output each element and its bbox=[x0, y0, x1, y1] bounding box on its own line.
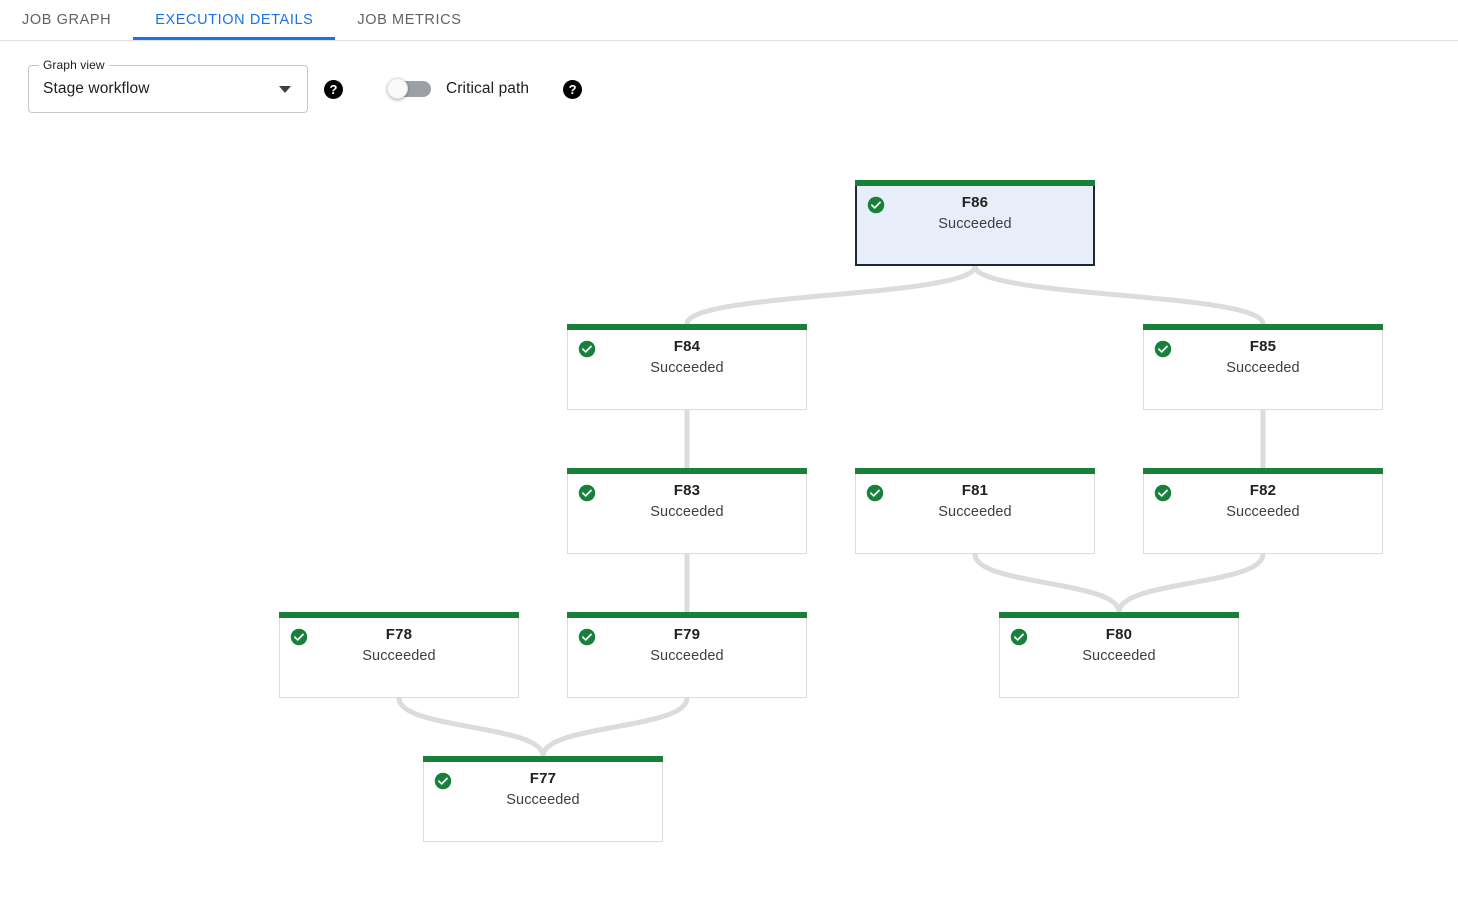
node-status-label: Succeeded bbox=[506, 792, 580, 808]
check-circle-icon bbox=[578, 340, 596, 358]
node-status-label: Succeeded bbox=[938, 504, 1012, 520]
critical-path-help-icon[interactable]: ? bbox=[563, 79, 583, 99]
tab-execution-details[interactable]: EXECUTION DETAILS bbox=[133, 0, 336, 40]
graph-edge bbox=[684, 263, 978, 327]
node-status-bar bbox=[855, 180, 1095, 186]
check-circle-icon bbox=[866, 484, 884, 502]
check-circle-icon bbox=[1010, 628, 1028, 646]
graph-edge bbox=[540, 695, 690, 759]
node-title: F77 bbox=[529, 770, 557, 787]
check-circle-icon bbox=[434, 772, 452, 790]
node-status-bar bbox=[1143, 468, 1383, 474]
tab-job-graph[interactable]: JOB GRAPH bbox=[0, 0, 133, 40]
node-status-label: Succeeded bbox=[1226, 504, 1300, 520]
graph-edge bbox=[972, 551, 1122, 615]
node-status-bar bbox=[567, 324, 807, 330]
node-status-bar bbox=[279, 612, 519, 618]
tab-job-metrics[interactable]: JOB METRICS bbox=[335, 0, 483, 40]
node-status-bar bbox=[855, 468, 1095, 474]
graph-edge bbox=[396, 695, 546, 759]
node-status-bar bbox=[567, 468, 807, 474]
graph-view-value: Stage workflow bbox=[43, 80, 150, 97]
check-circle-icon bbox=[1154, 340, 1172, 358]
node-status-label: Succeeded bbox=[1082, 648, 1156, 664]
node-status-label: Succeeded bbox=[650, 504, 724, 520]
node-status-label: Succeeded bbox=[362, 648, 436, 664]
node-title: F83 bbox=[673, 482, 701, 499]
node-title: F86 bbox=[961, 194, 989, 211]
graph-edge bbox=[972, 263, 1266, 327]
graph-view-help-icon[interactable]: ? bbox=[324, 79, 343, 99]
critical-path-label: Critical path bbox=[446, 80, 530, 97]
node-title: F80 bbox=[1105, 626, 1133, 643]
tab-bar: JOB GRAPH EXECUTION DETAILS JOB METRICS bbox=[0, 0, 1458, 41]
node-status-label: Succeeded bbox=[650, 360, 724, 376]
toggle-thumb bbox=[387, 78, 408, 99]
node-title: F78 bbox=[385, 626, 413, 643]
node-status-bar bbox=[423, 756, 663, 762]
check-circle-icon bbox=[578, 484, 596, 502]
chevron-down-icon bbox=[279, 85, 291, 93]
check-circle-icon bbox=[578, 628, 596, 646]
node-status-label: Succeeded bbox=[938, 216, 1012, 232]
critical-path-group: Critical path ? bbox=[387, 78, 583, 99]
node-status-label: Succeeded bbox=[650, 648, 724, 664]
graph-toolbar: Graph view Stage workflow ? Critical pat… bbox=[0, 41, 1458, 133]
node-title: F84 bbox=[673, 338, 701, 355]
node-title: F79 bbox=[673, 626, 701, 643]
check-circle-icon bbox=[867, 196, 885, 214]
critical-path-toggle[interactable] bbox=[387, 78, 431, 99]
graph-view-label: Graph view bbox=[39, 58, 109, 72]
node-status-bar bbox=[999, 612, 1239, 618]
graph-view-select[interactable]: Graph view Stage workflow bbox=[28, 58, 308, 113]
node-title: F81 bbox=[961, 482, 989, 499]
node-status-bar bbox=[567, 612, 807, 618]
node-status-bar bbox=[1143, 324, 1383, 330]
graph-edge bbox=[1116, 551, 1266, 615]
node-status-label: Succeeded bbox=[1226, 360, 1300, 376]
node-title: F85 bbox=[1249, 338, 1277, 355]
check-circle-icon bbox=[1154, 484, 1172, 502]
check-circle-icon bbox=[290, 628, 308, 646]
node-title: F82 bbox=[1249, 482, 1277, 499]
